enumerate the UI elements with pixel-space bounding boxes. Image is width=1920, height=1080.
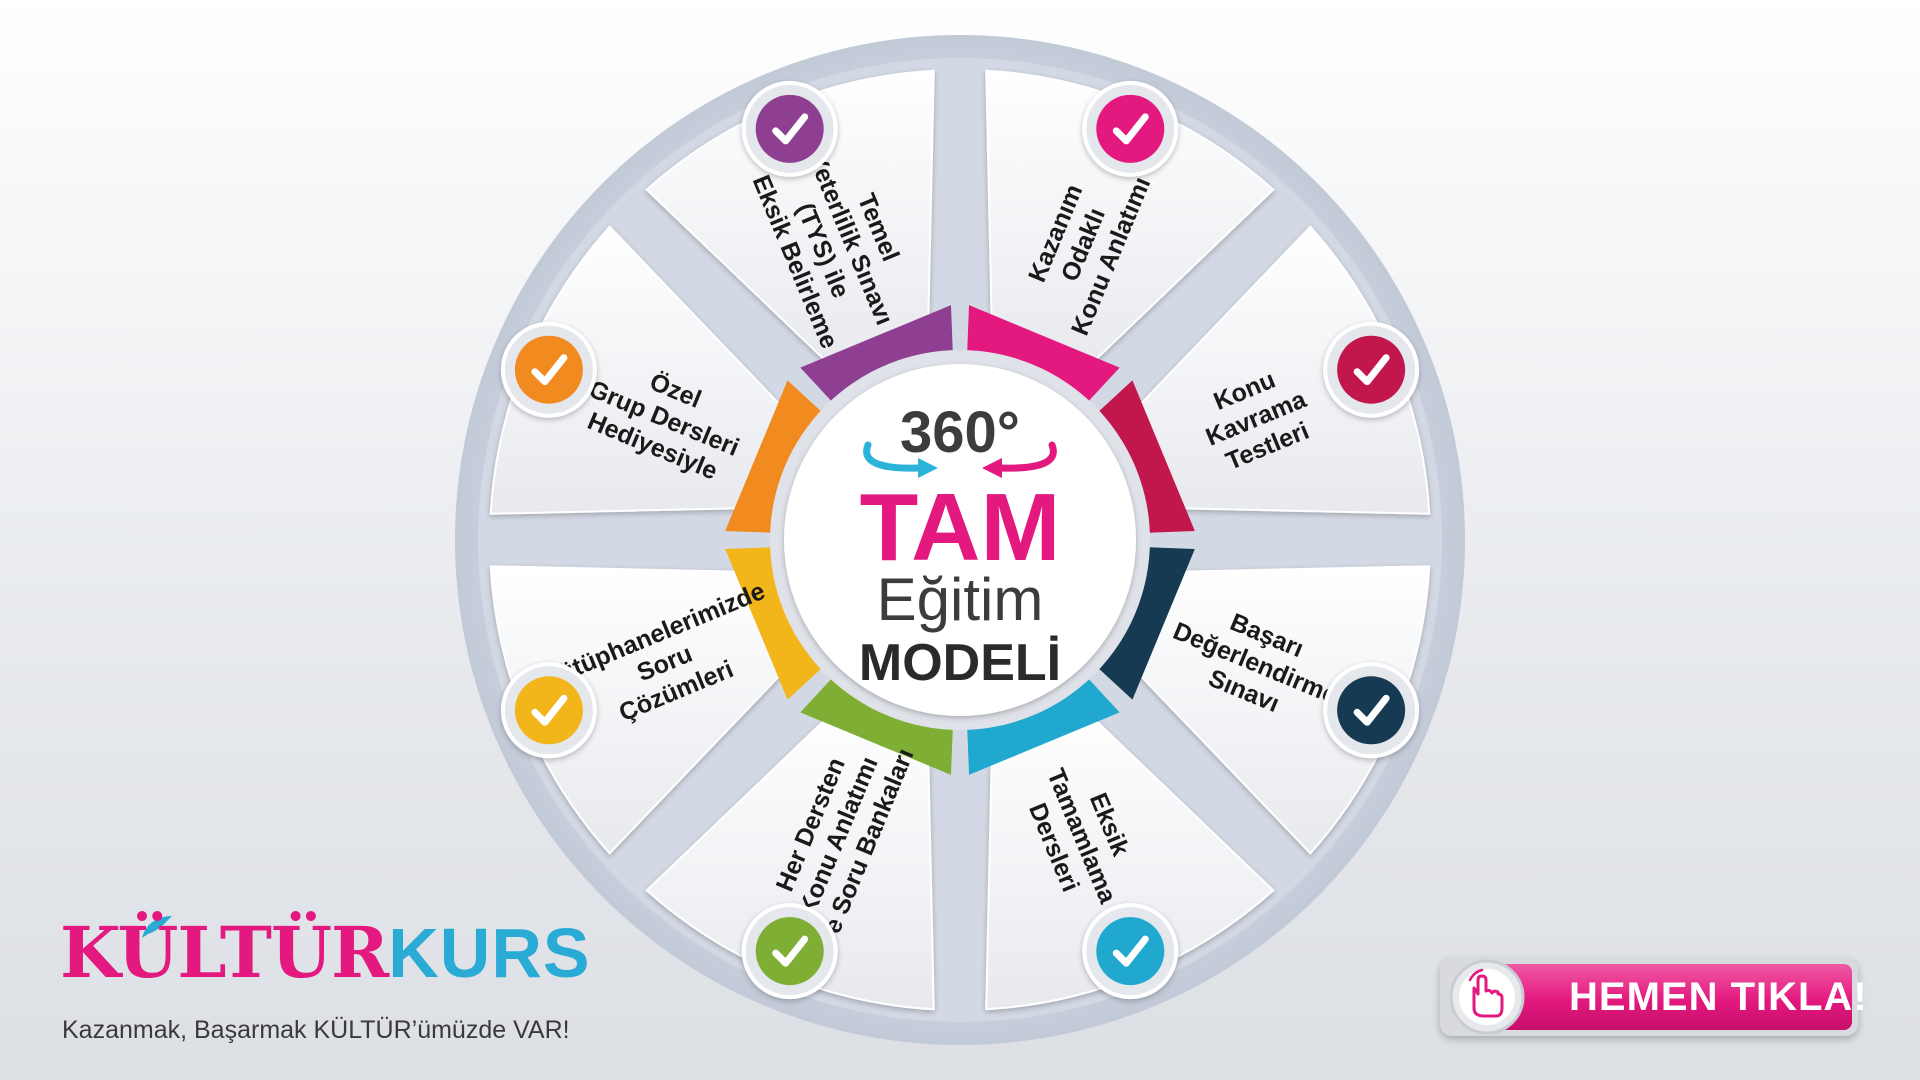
segment-band-basari: [1095, 547, 1195, 700]
hemen-tikla-button[interactable]: HEMEN TIKLA!: [1440, 958, 1867, 1036]
logo-part2: KURS: [388, 914, 591, 992]
center-line3: MODELİ: [859, 634, 1061, 692]
logo-wordmark: KÜLTÜRKURS: [60, 918, 591, 989]
hand-pointer-icon[interactable]: [1440, 958, 1534, 1036]
checkmark-icon: [1353, 354, 1390, 386]
center-line2: Eğitim: [877, 566, 1044, 633]
center-disc: [784, 364, 1136, 716]
segment-icon-basari: [1323, 662, 1420, 759]
segment-icon-ozel: [500, 321, 597, 418]
rotate-arrow-left-icon: [863, 441, 924, 472]
arrow-head-left-icon: [918, 458, 938, 478]
segment-band-kazanim: [967, 305, 1120, 405]
center-emblem: 360° TAM Eğitim MODELİ: [859, 400, 1061, 692]
center-degree: 360°: [900, 400, 1020, 465]
segment-icon-kutuphane: [500, 662, 597, 759]
arrow-head-right-icon: [982, 458, 1002, 478]
cta-pill[interactable]: HEMEN TIKLA!: [1464, 964, 1867, 1030]
center-title: TAM: [860, 474, 1061, 581]
segment-band-tys: [800, 305, 953, 405]
logo-part1: KÜLTÜR: [60, 911, 389, 994]
segment-band-kutuphane: [725, 547, 825, 700]
segment-icon-tys: [741, 80, 838, 177]
checkmark-icon: [1112, 113, 1149, 145]
segment-band-her-dersten: [800, 675, 953, 775]
segment-band-ozel: [725, 380, 825, 533]
checkmark-icon: [772, 113, 809, 145]
segment-band-konu-kavrama: [1095, 380, 1195, 533]
segment-band-eksik: [967, 675, 1120, 775]
logo-slogan: Kazanmak, Başarmak KÜLTÜR’ümüzde VAR!: [62, 1016, 570, 1044]
checkmark-icon: [1112, 935, 1149, 967]
segment-icon-eksik: [1082, 903, 1179, 1000]
checkmark-icon: [531, 354, 568, 386]
checkmark-icon: [772, 935, 809, 967]
segment-icon-konu-kavrama: [1323, 321, 1420, 418]
segment-icon-kazanim: [1082, 80, 1179, 177]
checkmark-icon: [531, 694, 568, 726]
leaf-icon: [142, 916, 172, 938]
cta-label[interactable]: HEMEN TIKLA!: [1569, 975, 1868, 1019]
segment-icon-her-dersten: [741, 903, 838, 1000]
rotate-arrow-right-icon: [996, 441, 1057, 472]
checkmark-icon: [1353, 694, 1390, 726]
kultur-kurs-logo[interactable]: KÜLTÜRKURS Kazanmak, Başarmak KÜLTÜR’ümü…: [60, 916, 590, 1048]
